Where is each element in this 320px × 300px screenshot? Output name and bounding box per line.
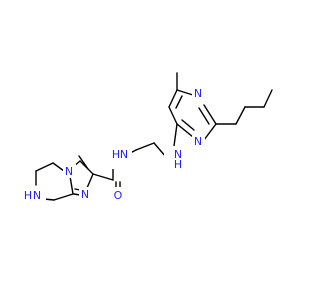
bond-pyr-c5-c6 [168,106,178,125]
amide-nh-bg [108,147,132,169]
bond-pyr-c2-n3 [203,104,217,125]
imidazole-n-bridge-bg [63,164,76,178]
bond-pz-n4-c5 [52,162,65,172]
atom-labels: N N N H H N O N N H N [22,86,205,202]
bond-im-c2-c3-double [78,155,89,170]
amide-nh-h: H [112,148,120,161]
pyrimidine-n-top-bg [192,86,205,100]
imidazole-n-bridge: N [65,165,73,178]
pyrimidine-n-top: N [194,87,202,100]
bond-butyl-3 [235,106,246,125]
bond-pyr-c4-c5 [168,89,178,108]
piperazine-nh-bg [22,186,46,202]
carbonyl-o: O [114,189,123,202]
carbonyl-o-bg [112,187,125,201]
pyrimidine-n-bottom-bg [192,134,205,148]
bond-pyr-c6-n1 [176,123,194,138]
bond-pz-c5-c6 [35,162,54,172]
bond-c6-nh [173,123,178,147]
pyrimidine-n-bottom: N [194,135,202,148]
bond-co-c2im [92,173,114,181]
bond-im-c2-n1 [86,173,94,189]
amine-nh-n: N [174,148,182,161]
piperazine-nh-n: N [33,189,41,202]
bonds [35,72,273,201]
piperazine-nh-h: H [24,189,32,202]
bond-butyl-1 [263,89,273,108]
bond-pyr-n3-c4 [176,89,194,96]
bond-pyr-c2-n3-double [198,107,210,125]
bond-pyr-c6-n1-double [181,119,195,131]
bond-pyr-c4-c5-double [175,95,183,109]
molecule-structure-diagram: N N N H H N O N N H N [22,72,273,202]
bond-im-c8a-n4 [69,175,74,195]
amide-nh-n: N [120,148,128,161]
imidazole-n: N [81,188,89,201]
amine-nh-h: H [174,158,182,171]
bond-ch2a-ch2b [135,142,155,151]
bond-pyr-n1-c2 [203,123,217,141]
amine-nh-bg [164,146,188,168]
bond-pz-c8-c8a [53,193,74,201]
imidazole-n-bg [79,187,92,201]
